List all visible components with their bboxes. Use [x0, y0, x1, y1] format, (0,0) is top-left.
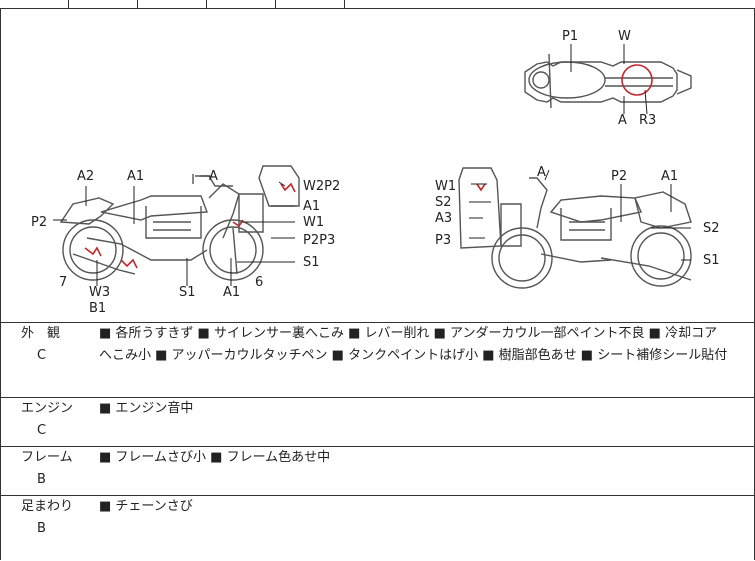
side-cover-left — [238, 193, 264, 233]
motorcycle-diagram: A2 A1 A W2P2 A1 W1 P2P3 S1 6 A1 S1 W3 B1… — [31, 29, 720, 316]
row-description: ■ チェーンさび — [99, 499, 193, 514]
label-w1: W1 — [303, 215, 324, 230]
label-p2: P2 — [31, 215, 47, 230]
upper-cowl-right — [458, 167, 502, 249]
label-s2-right: S2 — [435, 195, 452, 210]
label-a2: A2 — [77, 169, 94, 184]
label-s2-far-right: S2 — [703, 221, 720, 236]
row-description: ■ フレームさび小 ■ フレーム色あせ中 — [99, 450, 331, 465]
row-description: ■ エンジン音中 — [99, 401, 194, 416]
label-a1-far-right: A1 — [661, 169, 678, 184]
damage-mark-r3 — [621, 64, 653, 96]
front-wheel-right — [491, 227, 553, 289]
right-side-view — [458, 167, 692, 289]
damage-mark-w1-right — [476, 183, 486, 192]
label-b1: B1 — [89, 301, 106, 316]
row-category: 外 観 C — [1, 323, 91, 367]
row-engine: エンジン C ■ エンジン音中 — [0, 398, 755, 447]
category-grade: B — [37, 521, 46, 536]
damage-mark-w2 — [280, 182, 296, 193]
category-name: 外 観 — [21, 326, 61, 341]
label-6: 6 — [255, 275, 263, 290]
label-w1-right: W1 — [435, 179, 456, 194]
label-a1: A1 — [127, 169, 144, 184]
label-p2p3: P2P3 — [303, 233, 335, 248]
row-frame: フレーム B ■ フレームさび小 ■ フレーム色あせ中 — [0, 447, 755, 496]
label-r3: R3 — [639, 113, 656, 128]
header-cell — [275, 0, 344, 8]
category-name: エンジン — [21, 401, 74, 416]
label-7: 7 — [59, 275, 67, 290]
label-w2p2: W2P2 — [303, 179, 340, 194]
category-grade: C — [37, 348, 47, 363]
label-s1: S1 — [303, 255, 320, 270]
label-s1-bottom: S1 — [179, 285, 196, 300]
rear-wheel-left — [202, 219, 264, 281]
label-s1-far-right: S1 — [703, 253, 720, 268]
label-w3: W3 — [89, 285, 110, 300]
inspection-rows: 外 観 C ■ 各所うすきず ■ サイレンサー裏へこみ ■ レバー削れ ■ アン… — [0, 323, 755, 560]
category-grade: C — [37, 423, 47, 438]
header-cell — [68, 0, 137, 8]
damage-mark-b1 — [120, 258, 138, 269]
label-p3: P3 — [435, 233, 451, 248]
label-a1-right: A1 — [303, 199, 320, 214]
label-p2-right: P2 — [611, 169, 627, 184]
top-view — [524, 53, 692, 109]
row-suspension: 足まわり B ■ チェーンさび — [0, 496, 755, 560]
left-side-view — [59, 165, 300, 281]
category-name: 足まわり — [21, 499, 74, 514]
label-p1: P1 — [562, 29, 578, 44]
rear-wheel-right — [630, 225, 692, 287]
label-a3: A3 — [435, 211, 452, 226]
label-a-top: A — [618, 113, 627, 128]
windscreen-left — [258, 165, 300, 207]
header-cell — [344, 0, 755, 8]
category-grade: B — [37, 472, 46, 487]
category-name: フレーム — [21, 450, 73, 465]
front-wheel-left — [62, 219, 124, 281]
row-category: エンジン C — [1, 398, 91, 442]
row-exterior: 外 観 C ■ 各所うすきず ■ サイレンサー裏へこみ ■ レバー削れ ■ アン… — [0, 323, 755, 398]
row-category: 足まわり B — [1, 496, 91, 540]
row-description: ■ 各所うすきず ■ サイレンサー裏へこみ ■ レバー削れ ■ アンダーカウル一… — [99, 326, 728, 363]
label-a1-bottom: A1 — [223, 285, 240, 300]
label-w-top: W — [618, 29, 631, 44]
leader-lines — [53, 44, 691, 286]
header-cell — [206, 0, 275, 8]
header-strip — [0, 0, 755, 9]
header-cell — [137, 0, 206, 8]
damage-diagram: A2 A1 A W2P2 A1 W1 P2P3 S1 6 A1 S1 W3 B1… — [0, 8, 755, 323]
damage-mark-w3 — [84, 246, 102, 257]
row-category: フレーム B — [1, 447, 91, 491]
label-a: A — [209, 169, 218, 184]
label-a-right: A — [537, 165, 546, 180]
